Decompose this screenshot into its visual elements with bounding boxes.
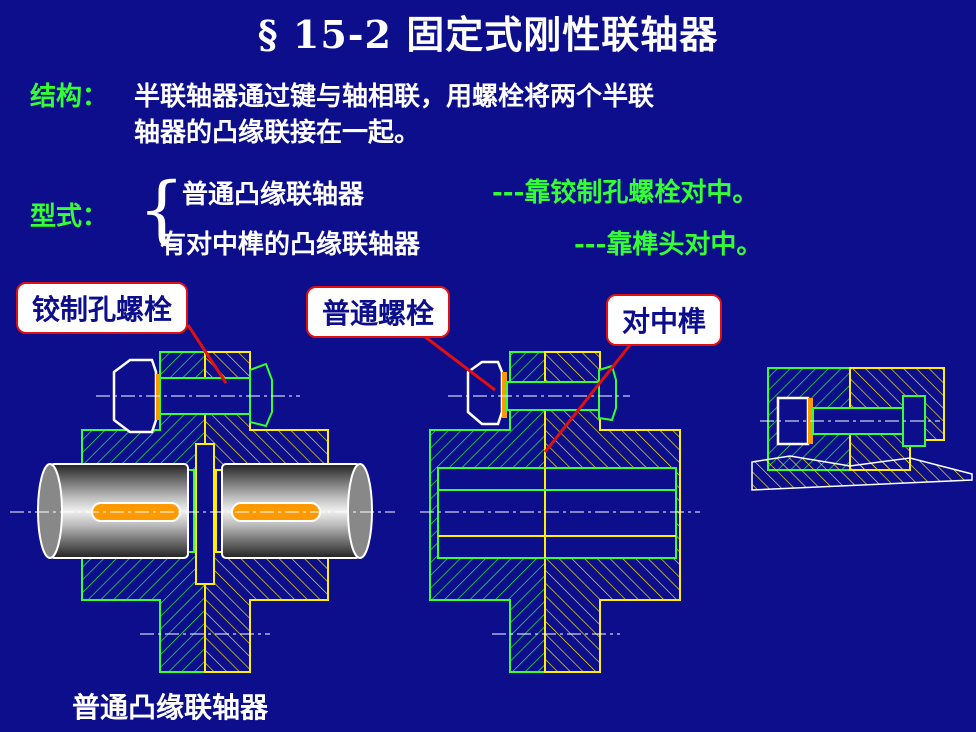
drawing-detail: [751, 367, 973, 491]
types-label: 型式：: [30, 202, 109, 232]
type-1-description: ---靠铰制孔螺栓对中。: [492, 178, 759, 208]
structure-line-2: 轴器的凸缘联接在一起。: [134, 118, 421, 148]
common-bolt-head: [466, 360, 504, 426]
drawing-spigot-coupling: [420, 351, 700, 673]
leader-common-bolt: [419, 331, 496, 392]
reamed-bolt-nut: [249, 362, 273, 428]
page-title: § 15-2 固定式刚性联轴器: [257, 12, 719, 57]
type-1-name: 普通凸缘联轴器: [182, 180, 365, 210]
callout-spigot: 对中榫: [606, 294, 723, 346]
structure-line-1: 半联轴器通过键与轴相联，用螺栓将两个半联: [134, 82, 655, 112]
drawing-common-coupling: [10, 351, 395, 673]
brace-icon: {: [138, 167, 186, 253]
callout-common-bolt: 普通螺栓: [306, 286, 451, 338]
type-2-name: 有对中榫的凸缘联轴器: [160, 230, 421, 260]
leader-reamed-bolt: [186, 324, 228, 384]
callout-reamed-bolt: 铰制孔螺栓: [16, 282, 189, 334]
caption-common-coupling: 普通凸缘联轴器: [72, 691, 269, 724]
leader-spigot: [543, 344, 632, 453]
type-2-description: ---靠榫头对中。: [574, 230, 763, 260]
structure-label: 结构：: [30, 82, 109, 112]
